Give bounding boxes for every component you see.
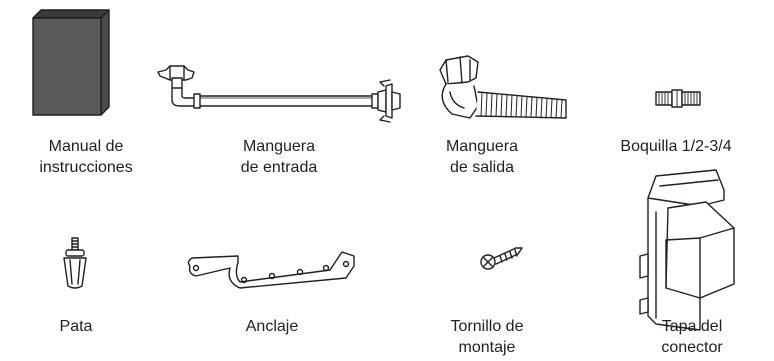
label-nozzle: Boquilla 1/2-3/4 — [620, 138, 732, 155]
inlet-hose-icon — [157, 65, 401, 123]
label-anchor: Anclaje — [245, 318, 299, 335]
anchor-bracket-icon — [187, 251, 355, 289]
outlet-hose-icon — [439, 55, 567, 119]
connector-cover-icon — [639, 169, 735, 331]
mounting-screw-icon — [480, 247, 523, 270]
label-foot: Pata — [59, 318, 93, 335]
manual-icon — [32, 9, 110, 116]
foot-icon — [63, 237, 87, 289]
nozzle-icon — [655, 89, 701, 108]
